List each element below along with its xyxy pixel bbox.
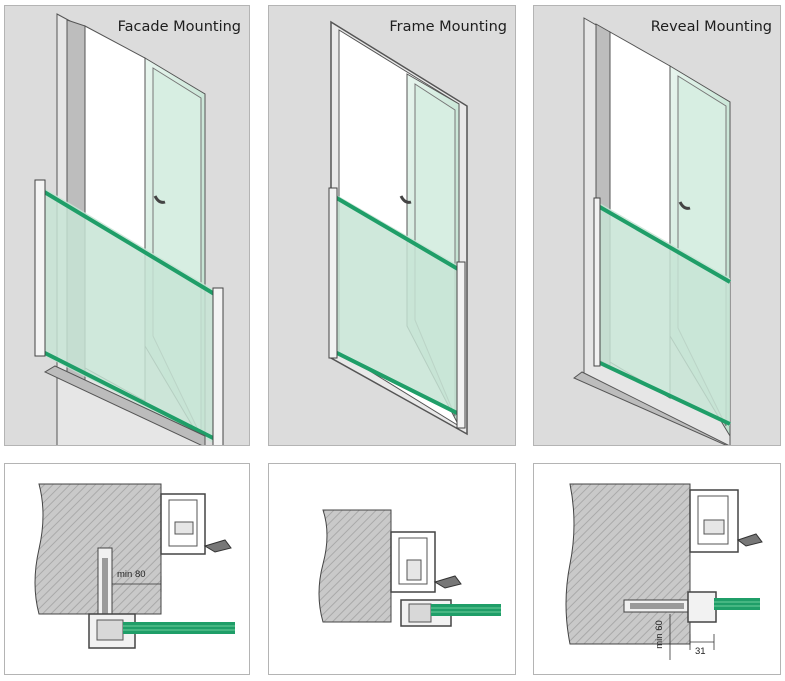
facade-mounting-illustration bbox=[34, 13, 224, 445]
facade-section-drawing bbox=[34, 483, 235, 649]
reveal-mounting-illustration bbox=[573, 17, 731, 445]
reveal-mounting-panel: Reveal Mounting bbox=[533, 5, 781, 446]
frame-mounting-detail bbox=[268, 463, 516, 675]
frame-section-drawing bbox=[318, 509, 501, 627]
dimension-label: min 60 bbox=[653, 620, 665, 649]
reveal-mounting-detail: min 60 31 bbox=[533, 463, 781, 675]
panel-title: Frame Mounting bbox=[389, 19, 507, 35]
frame-mounting-panel: Frame Mounting bbox=[268, 5, 516, 446]
facade-mounting-detail: min 80 bbox=[4, 463, 250, 675]
panel-title: Reveal Mounting bbox=[650, 19, 772, 35]
facade-mounting-panel: Facade Mounting bbox=[4, 5, 250, 446]
reveal-section-drawing bbox=[565, 483, 763, 660]
dimension-label: 31 bbox=[695, 646, 706, 657]
frame-mounting-illustration bbox=[328, 20, 468, 436]
dimension-label: min 80 bbox=[117, 569, 146, 580]
panel-title: Facade Mounting bbox=[117, 19, 241, 35]
